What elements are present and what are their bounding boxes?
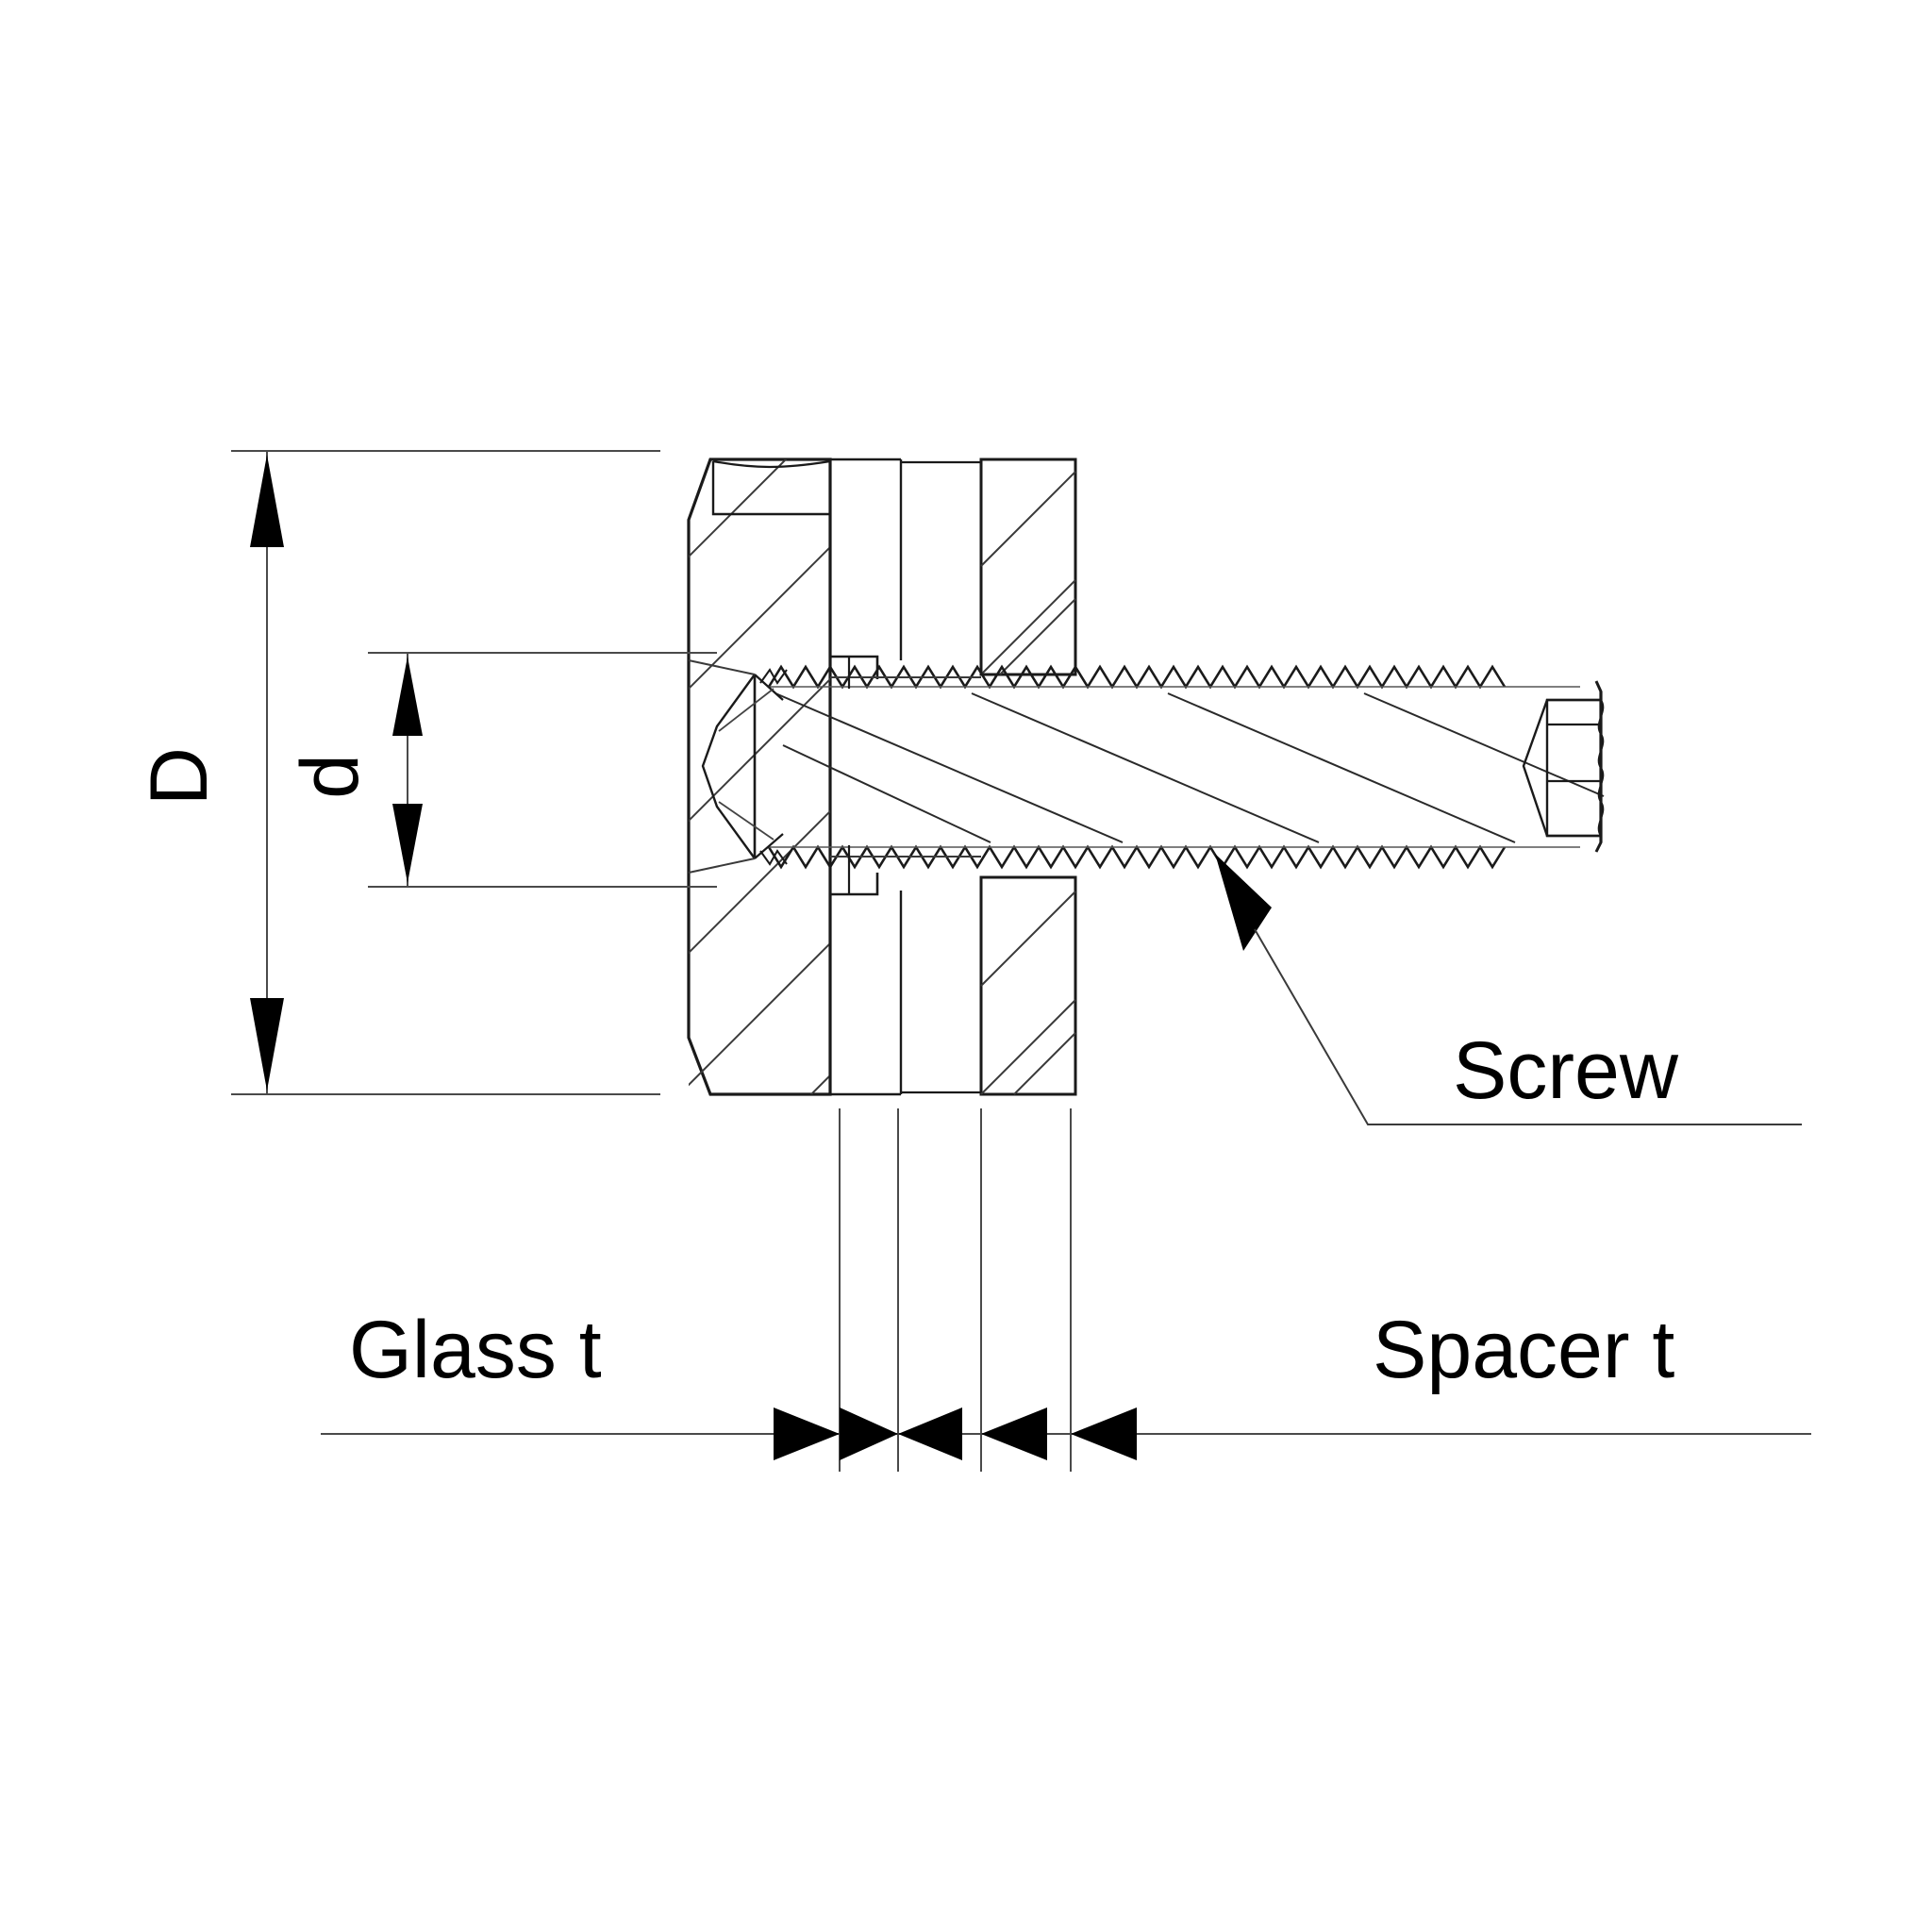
screw-hex-socket-icon bbox=[1522, 698, 1605, 838]
dimension-label-D: D bbox=[134, 746, 225, 807]
body-top-pocket bbox=[711, 459, 832, 516]
screw-helix-lines bbox=[774, 692, 1605, 843]
screw-thread-lower bbox=[767, 844, 1580, 870]
screw-label: Screw bbox=[1453, 1025, 1678, 1116]
spacer-section-hatching bbox=[980, 471, 1076, 1095]
spacer-inner-wall bbox=[901, 460, 981, 1094]
glass-slot bbox=[828, 458, 903, 1096]
spacer-thickness-label: Spacer t bbox=[1373, 1305, 1675, 1395]
thickness-dimension-row bbox=[321, 1108, 1811, 1472]
body-bore-lines bbox=[688, 659, 981, 874]
glass-thickness-label: Glass t bbox=[349, 1305, 602, 1395]
dimension-d bbox=[368, 652, 717, 888]
screw-left-point bbox=[701, 668, 788, 866]
body-section-hatching bbox=[689, 459, 830, 1094]
dimension-label-d: d bbox=[285, 754, 375, 799]
body-outline bbox=[687, 458, 832, 1096]
spacer-outline bbox=[979, 458, 1077, 1096]
body-inner-flange bbox=[828, 459, 879, 1094]
screw-leader bbox=[1215, 854, 1802, 1125]
screw-thread-upper bbox=[767, 664, 1580, 690]
dimension-D bbox=[231, 450, 660, 1095]
